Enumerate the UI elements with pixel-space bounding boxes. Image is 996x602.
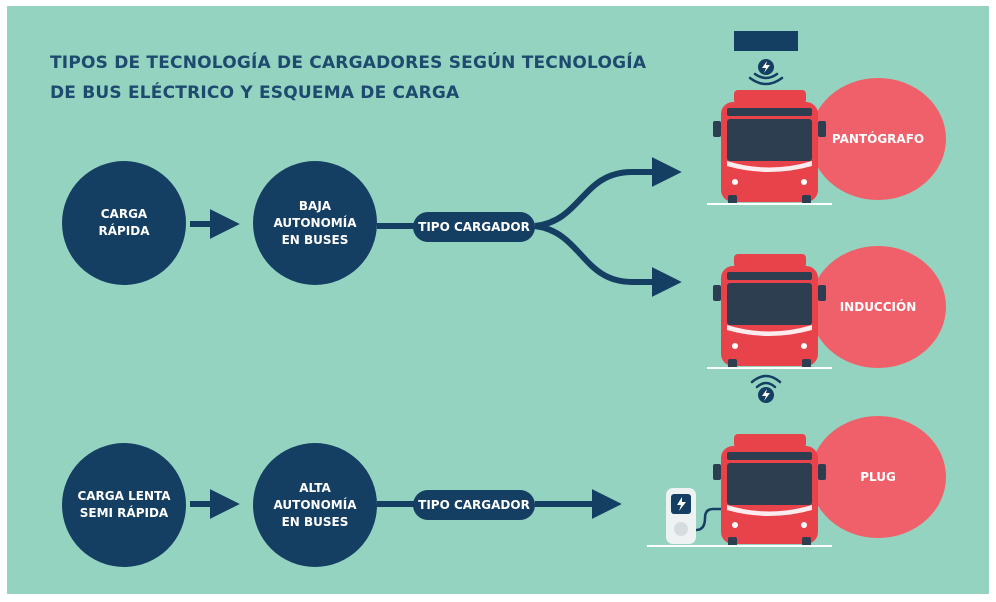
bus-pantografo-group	[707, 31, 832, 205]
lightning-bolt-icon	[758, 387, 774, 403]
high-autonomy-circle: ALTA AUTONOMÍA EN BUSES	[253, 443, 377, 567]
tech-induccion-circle: INDUCCIÓN	[810, 246, 946, 368]
bus-icon	[707, 254, 832, 369]
wireless-signal-icon	[750, 374, 782, 389]
bus-icon	[707, 90, 832, 205]
infographic-canvas: TIPOS DE TECNOLOGÍA DE CARGADORES SEGÚN …	[7, 6, 989, 594]
charger-type-pill-2: TIPO CARGADOR	[413, 490, 535, 520]
tech-plug-circle: PLUG	[810, 416, 946, 538]
charge-slow-circle: CARGA LENTA SEMI RÁPIDA	[62, 443, 186, 567]
pantograph-bar	[734, 31, 798, 51]
bus-induccion-group	[707, 254, 832, 403]
wireless-signal-icon	[748, 72, 784, 86]
infographic-title: TIPOS DE TECNOLOGÍA DE CARGADORES SEGÚN …	[50, 48, 646, 108]
title-line-1: TIPOS DE TECNOLOGÍA DE CARGADORES SEGÚN …	[50, 53, 647, 73]
charger-type-pill-1: TIPO CARGADOR	[413, 212, 535, 242]
tech-pantografo-circle: PANTÓGRAFO	[810, 78, 946, 200]
charge-fast-circle: CARGA RÁPIDA	[62, 161, 186, 285]
title-line-2: DE BUS ELÉCTRICO Y ESQUEMA DE CARGA	[50, 83, 460, 103]
flow-connectors	[190, 157, 682, 519]
arrow-to-induccion	[534, 223, 682, 297]
low-autonomy-circle: BAJA AUTONOMÍA EN BUSES	[253, 161, 377, 285]
lightning-bolt-icon	[758, 59, 774, 75]
bus-plug-group	[647, 434, 832, 547]
ground-line	[647, 545, 832, 547]
bus-icon	[713, 434, 826, 546]
arrow-to-pantografo	[534, 157, 682, 229]
charging-station-icon	[666, 488, 721, 544]
